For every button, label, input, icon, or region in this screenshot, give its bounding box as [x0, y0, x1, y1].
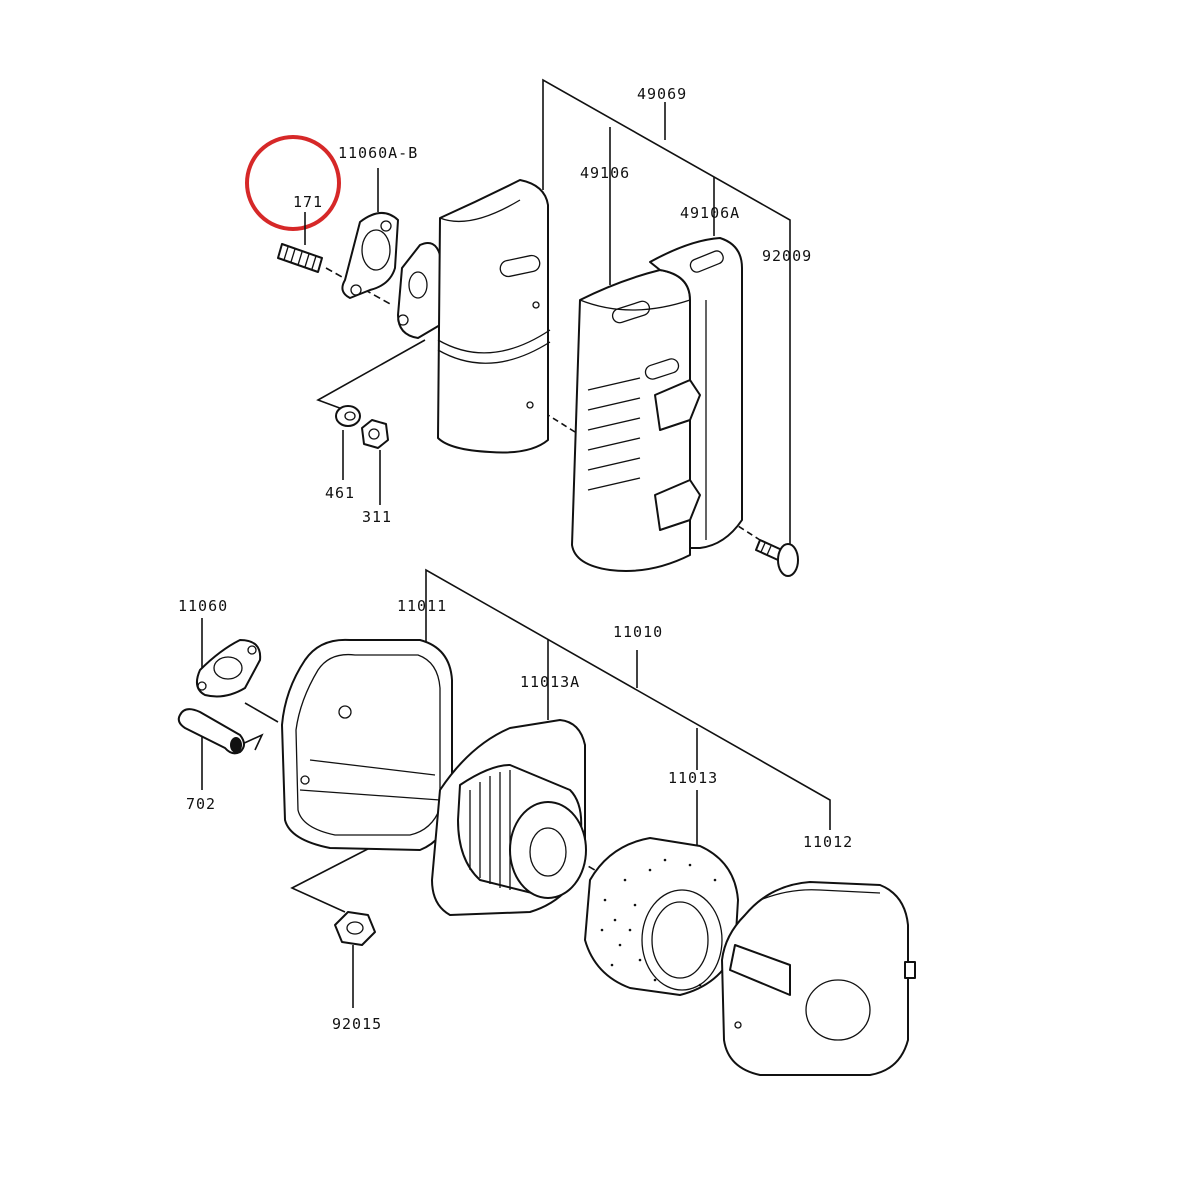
- label-92009[interactable]: 92009: [762, 247, 812, 265]
- label-461[interactable]: 461: [325, 484, 355, 502]
- muffler-cover-49106A[interactable]: [649, 237, 743, 549]
- foam-precleaner-11013[interactable]: [584, 837, 739, 996]
- foam-texture: [600, 858, 727, 987]
- washer-461[interactable]: [335, 405, 361, 427]
- label-11013[interactable]: 11013: [668, 769, 718, 787]
- air-cleaner-base-11011[interactable]: [281, 638, 453, 851]
- label-49106A[interactable]: 49106A: [680, 204, 740, 222]
- muffler-body[interactable]: [397, 179, 551, 454]
- label-11012[interactable]: 11012: [803, 833, 853, 851]
- label-702[interactable]: 702: [186, 795, 216, 813]
- highlight-circle: [245, 135, 341, 231]
- label-92015[interactable]: 92015: [332, 1015, 382, 1033]
- stud-bolt-171[interactable]: [277, 243, 323, 273]
- nut-311[interactable]: [361, 419, 389, 449]
- nut-92015[interactable]: [334, 911, 376, 946]
- gasket-11060A-B[interactable]: [341, 212, 399, 299]
- screw-92009[interactable]: [755, 539, 799, 577]
- hose-702[interactable]: [177, 708, 245, 755]
- label-11060[interactable]: 11060: [178, 597, 228, 615]
- label-49069[interactable]: 49069: [637, 85, 687, 103]
- label-11010[interactable]: 11010: [613, 623, 663, 641]
- label-11011[interactable]: 11011: [397, 597, 447, 615]
- label-311[interactable]: 311: [362, 508, 392, 526]
- label-11013A[interactable]: 11013A: [520, 673, 580, 691]
- label-171[interactable]: 171: [293, 193, 323, 211]
- air-cleaner-cover-11012[interactable]: [721, 881, 916, 1076]
- gasket-11060[interactable]: [195, 639, 262, 698]
- label-11060A-B[interactable]: 11060A-B: [338, 144, 418, 162]
- label-49106[interactable]: 49106: [580, 164, 630, 182]
- air-filter-element-11013A[interactable]: [431, 719, 587, 916]
